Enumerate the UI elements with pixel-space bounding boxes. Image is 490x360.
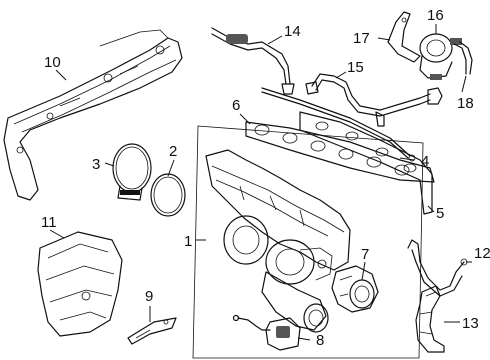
- part-18-pump-hose: [453, 41, 473, 75]
- part-3-hose-clamp: [112, 143, 152, 201]
- part-5-flange-seal: [299, 111, 433, 215]
- assembly-frame: [192, 125, 424, 359]
- part-8-sensor: [232, 314, 301, 351]
- part-7-actuator: [331, 265, 379, 313]
- callout-13: 13: [462, 315, 479, 332]
- callout-3: 3: [92, 156, 100, 173]
- callout-10: 10: [44, 54, 61, 71]
- callout-14: 14: [284, 23, 301, 40]
- part-14-vent-tube: [211, 27, 295, 95]
- part-13-hose-elbow: [415, 285, 445, 353]
- part-9-bracket: [127, 317, 177, 345]
- callout-12: 12: [474, 245, 490, 262]
- part-10-heat-shield: [3, 29, 183, 201]
- part-2-gasket-ring: [150, 173, 186, 217]
- part-15-coolant-line: [305, 73, 443, 127]
- part-4-stud-rail: [261, 87, 416, 162]
- callout-5: 5: [436, 205, 444, 222]
- leader-lines: [49, 24, 472, 341]
- callout-17: 17: [353, 30, 370, 47]
- part-16-water-pump: [419, 33, 462, 80]
- part-1-turbocharger: [205, 149, 351, 333]
- part-12-sensor-line: [407, 239, 468, 297]
- callout-numbers: 1 2 3 4 5 6 7 8 9 10 11 12 13 14 15 16 1…: [41, 7, 490, 349]
- callout-8: 8: [316, 332, 324, 349]
- callout-7: 7: [361, 246, 369, 263]
- part-11-lower-heat-shield: [37, 231, 123, 337]
- callout-15: 15: [347, 59, 364, 76]
- callout-4: 4: [421, 153, 429, 170]
- callout-6: 6: [232, 97, 240, 114]
- callout-2: 2: [169, 143, 177, 160]
- callout-16: 16: [427, 7, 444, 24]
- callout-1: 1: [184, 233, 192, 250]
- part-17-pump-bracket: [387, 11, 421, 63]
- callout-18: 18: [457, 95, 474, 112]
- callout-11: 11: [41, 214, 57, 231]
- callout-9: 9: [145, 288, 153, 305]
